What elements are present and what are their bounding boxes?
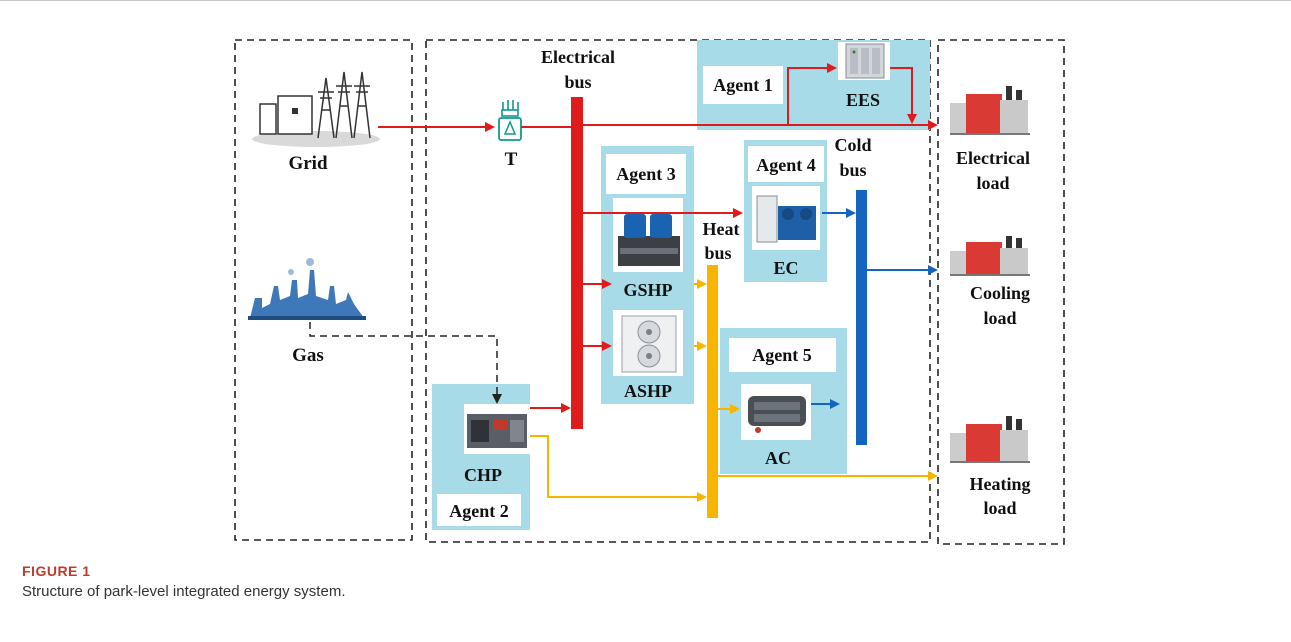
ac-label: AC [765,448,791,468]
agent4-label-box [748,146,824,182]
chp-label: CHP [464,465,502,485]
electrical-load-label-line2: load [976,173,1009,193]
grid-label: Grid [288,153,327,174]
agent1-label: Agent 1 [713,75,773,95]
agent1-label-box [703,66,783,104]
grid-icon [252,71,380,147]
heating-load-label-line2: load [983,498,1016,518]
ees-to-load-line [890,67,917,124]
agent3-label-box [606,154,686,194]
ac-icon [748,396,806,433]
ees-icon [845,43,885,79]
agent5-label-box [729,338,836,372]
heating-load-label-line1: Heating [970,474,1031,494]
transformer-label: T [505,149,518,170]
ec-icon [756,195,816,243]
gas-label: Gas [292,345,324,366]
agent2-label-box [437,494,521,526]
sources-region [234,39,413,541]
gas-to-chp-line [309,322,502,404]
ees-label: EES [846,90,880,110]
top-divider [0,0,1291,1]
electrical-bus-label-line1: Electrical [541,47,615,67]
conversion-region [425,39,931,543]
agent4-label: Agent 4 [756,155,816,175]
figure-caption: Structure of park-level integrated energ… [22,583,346,600]
heat-bus-label-line2: bus [704,243,731,263]
transformer-icon [498,100,522,141]
electrical-bus [571,97,583,429]
figure-label: FIGURE 1 [22,563,91,579]
electrical-load-icon [950,86,1030,135]
loads-region [937,39,1065,545]
bus-to-ees-line [787,63,837,125]
gshp-label: GSHP [623,280,672,300]
agent5-label: Agent 5 [752,345,812,365]
cold-bus-label-line1: Cold [834,135,871,155]
cooling-load-label-line2: load [983,308,1016,328]
gshp-icon [618,214,680,266]
cold-bus [856,190,867,445]
ec-label: EC [773,258,798,278]
chp-to-heat-bus-line [530,435,707,502]
chp-icon [467,414,527,448]
cooling-load-icon [950,236,1030,276]
heat-bus-label-line1: Heat [703,219,740,239]
cooling-load-label-line1: Cooling [970,283,1030,303]
ashp-label: ASHP [624,381,672,401]
electrical-load-label-line1: Electrical [956,148,1030,168]
gas-icon [248,258,366,320]
heat-bus [707,265,718,518]
cold-bus-label-line2: bus [839,160,866,180]
heating-load-icon [950,416,1030,463]
agent2-label: Agent 2 [449,501,509,521]
electrical-bus-label-line2: bus [564,72,591,92]
agent3-label: Agent 3 [616,164,676,184]
ashp-icon [621,315,677,373]
